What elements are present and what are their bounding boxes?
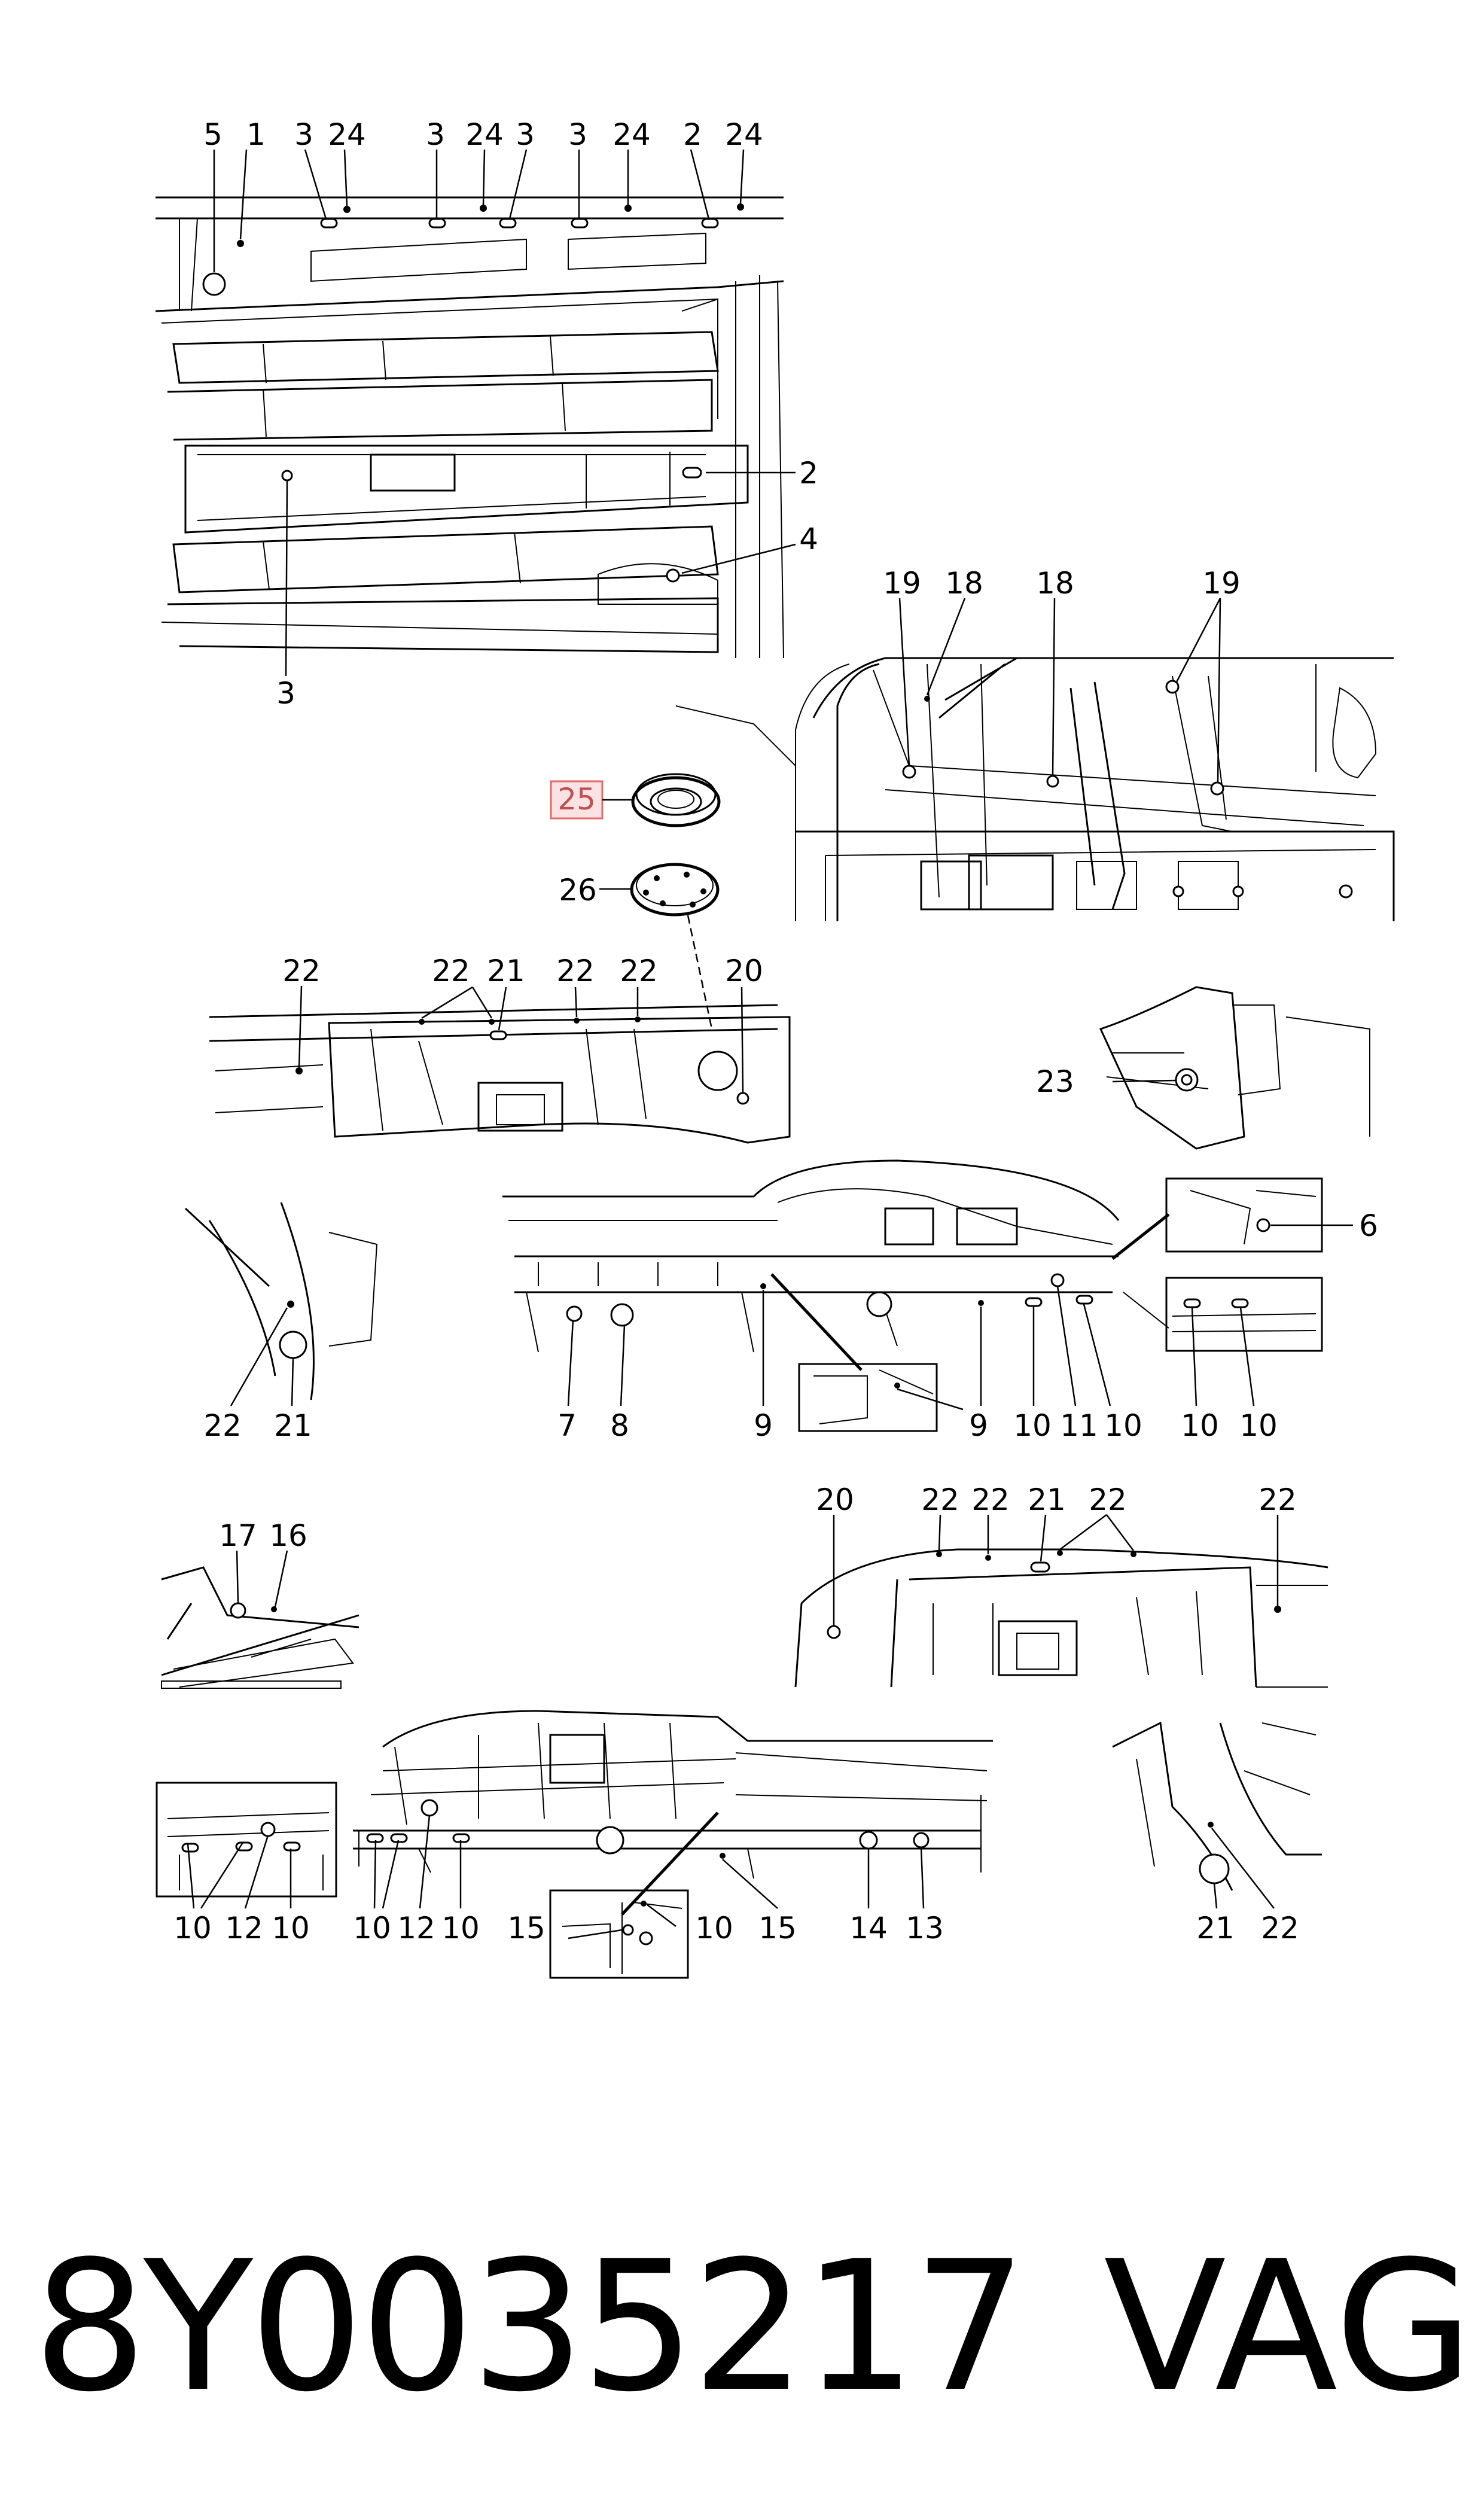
callout-2: 2 — [683, 117, 702, 152]
callout-8: 8 — [610, 1408, 629, 1443]
callout-10: 10 — [353, 1911, 391, 1945]
callout-19: 19 — [883, 566, 921, 601]
part-number: 8Y0035217 — [33, 2222, 1027, 2431]
underbody-drawing: 22 21 6 7 8 9 — [184, 1159, 1378, 1443]
callout-17: 17 — [219, 1518, 257, 1553]
callout-22: 22 — [1258, 1482, 1297, 1517]
callout-15: 15 — [758, 1911, 797, 1945]
floor-panel-drawing: 5 1 3 24 3 24 3 3 24 2 24 2 4 3 — [155, 117, 818, 711]
callout-18: 18 — [1036, 566, 1074, 601]
callout-1: 1 — [246, 117, 266, 152]
callout-10: 10 — [1181, 1408, 1219, 1443]
callout-10: 10 — [1104, 1408, 1142, 1443]
callout-10: 10 — [1013, 1408, 1052, 1443]
grommet-25-drawing — [631, 773, 721, 827]
callout-10: 10 — [173, 1911, 212, 1945]
callout-10: 10 — [1239, 1408, 1278, 1443]
grommets-group: 25 26 — [550, 773, 721, 1030]
lower-views-drawing: 17 16 20 22 22 21 22 22 — [156, 1482, 1328, 1979]
callout-24: 24 — [465, 117, 504, 152]
callout-3: 3 — [294, 117, 313, 152]
callout-14: 14 — [849, 1911, 888, 1945]
callout-10: 10 — [441, 1911, 480, 1945]
grommet-26-drawing — [630, 863, 720, 917]
callout-23: 23 — [1036, 1064, 1074, 1099]
callout-22: 22 — [620, 954, 658, 988]
callout-10: 10 — [272, 1911, 310, 1945]
callout-24: 24 — [613, 117, 651, 152]
callout-21: 21 — [487, 954, 525, 988]
front-wall-drawing: 22 22 21 22 22 20 23 — [209, 954, 1370, 1150]
callout-25[interactable]: 25 — [557, 782, 596, 817]
callout-22: 22 — [432, 954, 470, 988]
callout-22: 22 — [971, 1482, 1010, 1517]
callout-2: 2 — [799, 456, 818, 491]
callout-6: 6 — [1359, 1208, 1378, 1243]
callout-18: 18 — [945, 566, 983, 601]
callout-16: 16 — [269, 1518, 307, 1553]
callout-26: 26 — [559, 873, 597, 908]
callout-22: 22 — [1089, 1482, 1127, 1517]
callout-11: 11 — [1060, 1408, 1098, 1443]
callout-13: 13 — [906, 1911, 944, 1945]
callout-20: 20 — [725, 954, 763, 988]
callout-21: 21 — [1028, 1482, 1066, 1517]
callout-10: 10 — [695, 1911, 733, 1945]
callout-5: 5 — [203, 117, 223, 152]
rear-floor-drawing: 19 18 18 19 — [675, 566, 1395, 921]
callout-22: 22 — [282, 954, 321, 988]
parts-diagram: 5 1 3 24 3 24 3 3 24 2 24 2 4 3 — [155, 117, 1395, 1979]
callout-22: 22 — [203, 1408, 242, 1443]
callout-9: 9 — [754, 1408, 773, 1443]
brand-label: VAG — [1104, 2222, 1474, 2431]
highlight-box-25[interactable] — [550, 780, 604, 820]
callout-21: 21 — [274, 1408, 312, 1443]
callout-3: 3 — [568, 117, 587, 152]
callout-22: 22 — [921, 1482, 959, 1517]
callout-24: 24 — [725, 117, 763, 152]
callout-21: 21 — [1196, 1911, 1235, 1945]
callout-15: 15 — [507, 1911, 546, 1945]
callout-3: 3 — [426, 117, 445, 152]
callout-3: 3 — [516, 117, 535, 152]
callout-22: 22 — [1261, 1911, 1299, 1945]
callout-12: 12 — [225, 1911, 263, 1945]
callout-4: 4 — [799, 522, 818, 556]
callout-12: 12 — [397, 1911, 435, 1945]
callout-24: 24 — [328, 117, 366, 152]
callout-19: 19 — [1202, 566, 1241, 601]
callout-20: 20 — [816, 1482, 854, 1517]
callout-22: 22 — [556, 954, 595, 988]
callout-7: 7 — [557, 1408, 577, 1443]
callout-9: 9 — [969, 1408, 988, 1443]
callout-3: 3 — [276, 676, 295, 711]
